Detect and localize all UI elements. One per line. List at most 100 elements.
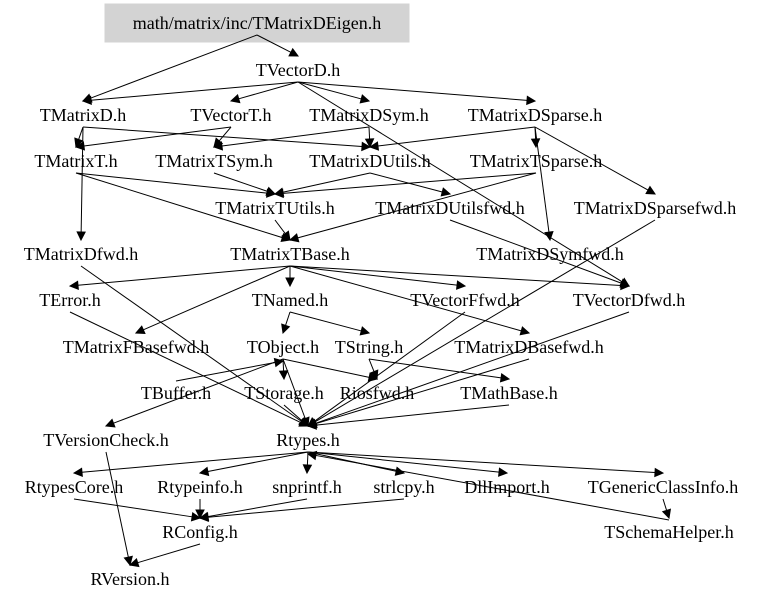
node-tmatrixdsparse[interactable]: TMatrixDSparse.h [468, 105, 602, 125]
node-tmatrixdsymfwd[interactable]: TMatrixDSymfwd.h [476, 244, 624, 264]
edge-arrowhead [198, 512, 209, 523]
node-rtypeinfo[interactable]: Rtypeinfo.h [157, 477, 243, 497]
edge-arrowhead [190, 511, 202, 522]
edge-arrowhead [661, 508, 672, 520]
edge-arrowhead [273, 357, 285, 368]
edge-rtypes-to-rtypescore [81, 451, 309, 473]
node-tvectord[interactable]: TVectorD.h [256, 60, 340, 80]
edge-tstorage-to-rtypes [283, 404, 303, 422]
node-tmatrixtsparse[interactable]: TMatrixTSparse.h [470, 151, 602, 171]
edge-tmatrixdsym-to-tmatrixdutils [368, 126, 371, 140]
edge-arrowhead [620, 280, 631, 291]
edge-arrowhead [281, 323, 291, 335]
edge-arrowhead [81, 95, 92, 106]
edge-tmatrixdutils-to-tmatrixtutils [282, 172, 371, 193]
edge-tgenericclassinfo-to-tschemahelper [662, 498, 668, 511]
node-tstring[interactable]: TString.h [335, 337, 404, 357]
node-tmathbase[interactable]: TMathBase.h [460, 383, 557, 403]
node-dllimport[interactable]: DllImport.h [464, 477, 550, 497]
edge-tnamed-to-tstring [289, 311, 362, 332]
edge-arrowhead [440, 187, 452, 197]
node-tmatrixd[interactable]: TMatrixD.h [40, 105, 126, 125]
edge-arrowhead [456, 280, 467, 290]
edge-root-to-tvectord [256, 34, 292, 53]
node-tmatrixdfwd[interactable]: TMatrixDfwd.h [24, 244, 138, 264]
node-tnamed[interactable]: TNamed.h [252, 290, 328, 310]
node-tvectordfwd[interactable]: TVectorDfwd.h [573, 290, 685, 310]
node-tmatrixdbasefwd[interactable]: TMatrixDBasefwd.h [454, 337, 603, 357]
edge-rtypes-to-tgenericclassinfo [307, 451, 656, 474]
node-tversioncheck[interactable]: TVersionCheck.h [43, 430, 168, 450]
root-node-box [104, 3, 410, 43]
edge-tmatrixd-to-tmatrixdfwd [80, 126, 84, 233]
node-snprintf[interactable]: snprintf.h [272, 477, 342, 497]
node-rversion[interactable]: RVersion.h [90, 569, 169, 589]
edge-arrowhead [265, 186, 277, 196]
edge-arrowhead [519, 326, 531, 336]
edge-tmatrixdfwd-to-rtypes [80, 265, 302, 422]
edge-arrowhead [134, 325, 146, 335]
edge-tmatrixdsym-to-tmatrixtsym [221, 126, 370, 147]
edge-arrowhead [526, 95, 537, 106]
edge-snprintf-to-rconfig [207, 498, 308, 518]
edge-tvectordfwd-to-rtypes [315, 311, 630, 424]
edge-tstring-to-riosfwd [368, 358, 375, 372]
edge-tmatrixtbase-to-tmatrixdbasefwd [289, 265, 522, 332]
edge-arrowhead [544, 230, 554, 242]
node-rconfig[interactable]: RConfig.h [162, 522, 238, 542]
edge-arrowhead [359, 326, 371, 336]
edge-arrowhead [361, 141, 372, 152]
edge-arrowhead [198, 466, 210, 477]
node-tstorage[interactable]: TStorage.h [244, 383, 323, 403]
edge-arrowhead [530, 138, 541, 149]
node-tvectort[interactable]: TVectorT.h [190, 105, 271, 125]
edge-arrowhead [128, 557, 140, 568]
node-tmatrixdutilsfwd[interactable]: TMatrixDUtilsfwd.h [375, 198, 524, 218]
edge-tvectord-to-tmatrixd [90, 81, 299, 101]
edge-tobject-to-riosfwd [282, 358, 370, 378]
edge-tmatrixtsparse-to-tmatrixtutils [282, 172, 537, 194]
node-rtypes[interactable]: Rtypes.h [276, 430, 340, 450]
node-riosfwd[interactable]: Riosfwd.h [340, 383, 415, 403]
edge-tmathbase-to-rtypes [315, 404, 510, 426]
edge-arrowhead [654, 467, 665, 478]
edge-arrowhead [123, 555, 133, 567]
edge-tstring-to-tmathbase [368, 358, 502, 379]
edge-arrowhead [278, 370, 289, 381]
edge-tvectort-to-tmatrixtsym [218, 126, 232, 142]
edge-tobject-to-rtypes [282, 358, 306, 419]
root-node-label[interactable]: math/matrix/inc/TMatrixDEigen.h [133, 13, 381, 33]
edge-arrowhead [72, 467, 83, 478]
edge-tmatrixt-to-tmatrixtutils [75, 172, 268, 194]
edge-arrowhead [68, 280, 79, 291]
edge-tversioncheck-to-rversion [105, 451, 129, 558]
node-tmatrixdsym[interactable]: TMatrixDSym.h [309, 105, 429, 125]
node-tmatrixtsym[interactable]: TMatrixTSym.h [155, 151, 273, 171]
node-tbuffer[interactable]: TBuffer.h [141, 383, 211, 403]
node-tmatrixdutils[interactable]: TMatrixDUtils.h [309, 151, 431, 171]
edge-tvectord-to-tvectort [238, 81, 299, 100]
node-terror[interactable]: TError.h [39, 290, 100, 310]
edge-arrowhead [306, 420, 317, 430]
node-tmatrixfbasefwd[interactable]: TMatrixFBasefwd.h [63, 337, 209, 357]
node-tvectorffwd[interactable]: TVectorFfwd.h [410, 290, 519, 310]
edge-tmatrixdsparse-to-tmatrixdsparsefwd [534, 126, 649, 191]
edge-arrowhead [298, 416, 309, 427]
edge-arrowhead [76, 231, 86, 242]
node-tschemahelper[interactable]: TSchemaHelper.h [604, 522, 733, 542]
node-tobject[interactable]: TObject.h [247, 337, 319, 357]
node-strlcpy[interactable]: strlcpy.h [373, 477, 434, 497]
edge-arrowhead [369, 369, 379, 381]
node-tmatrixtbase[interactable]: TMatrixTBase.h [230, 244, 349, 264]
edge-arrowhead [273, 188, 284, 199]
edge-rtypescore-to-rconfig [73, 498, 193, 518]
node-tmatrixtutils[interactable]: TMatrixTUtils.h [215, 198, 335, 218]
node-tmatrixdsparsefwd[interactable]: TMatrixDSparsefwd.h [574, 198, 736, 218]
node-rtypescore[interactable]: RtypesCore.h [25, 477, 124, 497]
edge-tmatrixdsparse-to-tmatrixdsymfwd [534, 126, 550, 233]
node-tmatrixt[interactable]: TMatrixT.h [34, 151, 117, 171]
node-tgenericclassinfo[interactable]: TGenericClassInfo.h [588, 477, 738, 497]
edge-tnamed-to-tobject [285, 311, 291, 326]
edge-tvectort-to-tmatrixt [83, 126, 232, 147]
edge-arrowhead [74, 141, 86, 151]
